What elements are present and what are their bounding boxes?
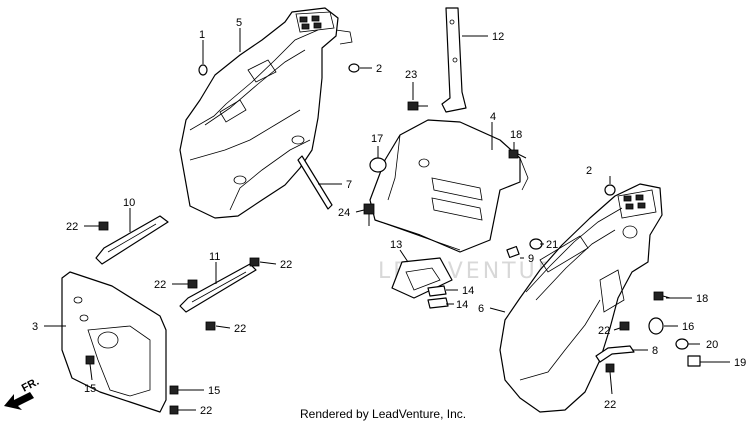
bolt-part (687, 355, 701, 367)
callout-24: 24 (338, 207, 350, 219)
bolt-part (653, 291, 671, 301)
pad-part (427, 297, 449, 309)
callout-labels: 1 2 2 3 4 5 6 7 8 9 10 11 12 13 14 14 15… (32, 17, 746, 417)
callout-7: 7 (346, 179, 352, 191)
front-direction-label: FR. (20, 376, 41, 395)
bolt-part (605, 363, 615, 373)
center-panel (369, 119, 529, 253)
bolt-part (205, 321, 216, 331)
bolt-part (85, 355, 95, 365)
callout-20: 20 (706, 339, 718, 351)
callout-15: 15 (208, 385, 220, 397)
callout-2: 2 (376, 63, 382, 75)
bolt-part (508, 149, 527, 159)
grommet-part (604, 184, 616, 196)
callout-22: 22 (604, 399, 616, 411)
washer-part (675, 338, 689, 350)
bolt-part (169, 405, 179, 415)
callout-12: 12 (492, 31, 504, 43)
callout-17: 17 (371, 133, 383, 145)
bolt-part (619, 321, 630, 331)
callout-2: 2 (586, 165, 592, 177)
callout-11: 11 (209, 251, 220, 263)
render-caption: Rendered by LeadVenture, Inc. (300, 407, 466, 421)
callout-5: 5 (236, 17, 242, 29)
front-direction-arrow: FR. (4, 376, 41, 410)
right-fender (499, 183, 663, 413)
bolt-part (169, 385, 179, 395)
callout-22: 22 (234, 323, 246, 335)
cap-part (648, 317, 664, 335)
stay-part (95, 215, 169, 265)
pad-part (427, 285, 447, 297)
callout-18: 18 (696, 293, 708, 305)
callout-22: 22 (598, 325, 610, 337)
callout-1: 1 (199, 29, 205, 41)
bolt-part (249, 257, 260, 267)
rod-part (297, 155, 333, 210)
callout-18: 18 (510, 129, 522, 141)
callout-22: 22 (280, 259, 292, 271)
grommet-part (348, 63, 360, 73)
grommet-part (369, 157, 387, 173)
callout-19: 19 (734, 357, 746, 369)
callout-21: 21 (546, 239, 558, 251)
lower-left-cover (61, 271, 167, 413)
bolt-part (187, 279, 198, 289)
leader-lines (44, 28, 730, 411)
callout-13: 13 (390, 239, 402, 251)
bolt-part (98, 221, 109, 231)
callout-4: 4 (490, 111, 496, 123)
callout-23: 23 (405, 69, 417, 81)
callout-10: 10 (123, 197, 135, 209)
callout-14: 14 (456, 299, 468, 311)
bracket-part (441, 7, 467, 113)
callout-22: 22 (154, 279, 166, 291)
grommet-part (198, 64, 208, 76)
callout-22: 22 (66, 221, 78, 233)
callout-9: 9 (528, 253, 534, 265)
strap-part (595, 345, 635, 363)
callout-16: 16 (682, 321, 694, 333)
clip-part (506, 245, 520, 259)
callout-8: 8 (652, 345, 658, 357)
callout-22: 22 (200, 405, 212, 417)
callout-6: 6 (478, 303, 484, 315)
callout-15: 15 (84, 383, 96, 395)
bolt-part (407, 101, 428, 111)
callout-3: 3 (32, 321, 38, 333)
left-fender-upper (179, 7, 353, 219)
callout-14: 14 (462, 285, 474, 297)
bolt-part (363, 203, 375, 226)
